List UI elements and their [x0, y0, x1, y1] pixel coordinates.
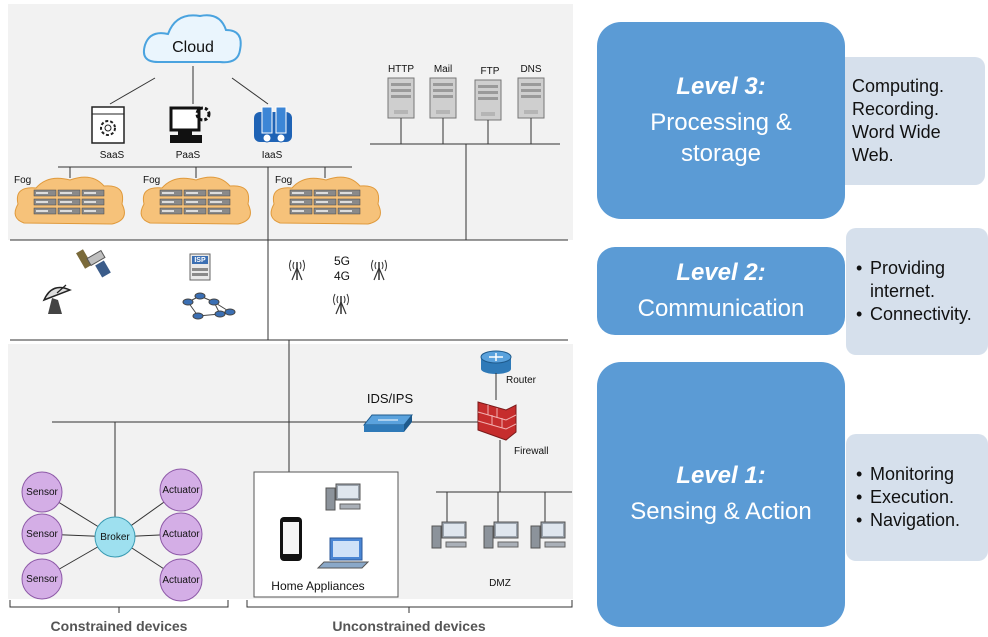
cloud-label: Cloud [172, 39, 214, 56]
level-3-bullet-3: Word Wide Web. [838, 121, 962, 167]
actuator-node-3 [159, 558, 203, 602]
sensor-node-1 [21, 471, 63, 513]
level-3-bullets: Computing. Recording. Word Wide Web. [828, 57, 985, 185]
firewall-icon [477, 401, 517, 441]
http-server-icon [387, 77, 415, 119]
level-2-bullet-1: Providing internet. [856, 257, 970, 303]
level-3-title: Level 3: [676, 72, 766, 100]
fog-label-3: Fog [275, 175, 292, 186]
level-1-title: Level 1: [676, 462, 766, 489]
router-label: Router [506, 375, 537, 386]
actuator-node-1 [159, 468, 203, 512]
unconstrained-label: Unconstrained devices [332, 618, 485, 634]
level-2-title: Level 2: [676, 258, 766, 286]
level-3-subtitle: Processing & storage [650, 108, 792, 167]
mail-server-icon [429, 77, 457, 119]
level-3-bullet-1: Computing. [838, 75, 962, 98]
unconstrained-bracket [246, 600, 573, 613]
level-1-bullet-2: Execution. [856, 486, 960, 509]
http-label: HTTP [388, 64, 414, 75]
actuator-label-1: Actuator [162, 485, 200, 496]
paas-label: PaaS [176, 150, 201, 161]
ftp-server-icon [474, 79, 502, 121]
sensor-node-2 [21, 513, 63, 555]
isp-server-icon [189, 253, 211, 281]
sensor-label-3: Sensor [26, 574, 58, 585]
network-topology-icon [182, 292, 236, 320]
fog-cluster-2 [140, 176, 251, 225]
smartphone-icon [280, 517, 302, 561]
iaas-label: IaaS [262, 150, 283, 161]
level-1-bullets: Monitoring Execution. Navigation. [846, 434, 988, 561]
satellite-dish-icon [42, 284, 72, 314]
constrained-bracket [9, 600, 229, 613]
level-1-bullet-3: Navigation. [856, 509, 960, 532]
isp-label: ISP [194, 257, 206, 264]
sensor-node-3 [21, 558, 63, 600]
ftp-label: FTP [481, 66, 500, 77]
ids-ips-label: IDS/IPS [367, 391, 414, 406]
level-2-box: Level 2: Communication [597, 247, 845, 335]
sensor-label-1: Sensor [26, 487, 58, 498]
level-1-bullet-1: Monitoring [856, 463, 960, 486]
home-pc-icon [325, 483, 361, 511]
mail-label: Mail [434, 64, 452, 75]
broker-label: Broker [100, 532, 130, 543]
fog-label-2: Fog [143, 175, 160, 186]
fog-cluster-1 [14, 176, 125, 225]
dmz-pc-icon-2 [483, 521, 519, 549]
laptop-icon [316, 537, 370, 569]
fog-cluster-3 [270, 176, 381, 225]
sensor-label-2: Sensor [26, 529, 58, 540]
actuator-label-3: Actuator [162, 575, 200, 586]
fog-label-1: Fog [14, 175, 31, 186]
ids-ips-switch-icon [362, 414, 414, 432]
cloud-icon [142, 14, 242, 64]
level-1-box: Level 1: Sensing & Action [597, 362, 845, 627]
level-1-subtitle: Sensing & Action [630, 498, 812, 525]
router-icon [480, 350, 512, 374]
level-3-box: Level 3: Processing & storage [597, 22, 845, 219]
satellite-icon [76, 249, 111, 278]
cellular-5g-label: 5G [334, 254, 350, 268]
home-appliances-label: Home Appliances [271, 579, 364, 593]
paas-monitor-gear-icon [169, 106, 211, 143]
actuator-label-2: Actuator [162, 529, 200, 540]
dmz-label: DMZ [489, 578, 511, 589]
constrained-label: Constrained devices [51, 618, 188, 634]
dns-label: DNS [520, 64, 541, 75]
level-3-bullet-2: Recording. [838, 98, 962, 121]
level-2-bullets: Providing internet. Connectivity. [846, 228, 988, 355]
iaas-datacenter-icon [254, 106, 292, 143]
cellular-4g-label: 4G [334, 269, 350, 283]
level-2-subtitle: Communication [637, 294, 805, 322]
dmz-pc-icon-1 [431, 521, 467, 549]
dns-server-icon [517, 77, 545, 119]
firewall-label: Firewall [514, 446, 548, 457]
saas-gear-icon [91, 106, 125, 144]
actuator-node-2 [159, 512, 203, 556]
dmz-pc-icon-3 [530, 521, 566, 549]
saas-label: SaaS [100, 150, 125, 161]
broker-node [94, 516, 136, 558]
level-2-bullet-2: Connectivity. [856, 303, 972, 326]
